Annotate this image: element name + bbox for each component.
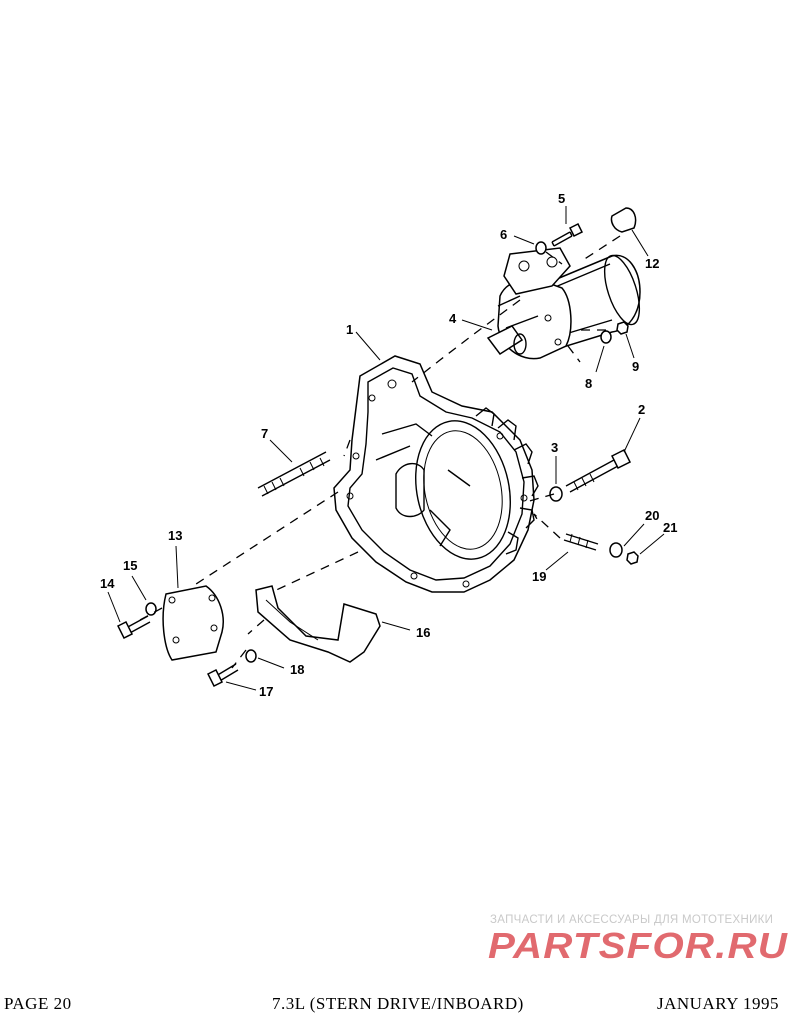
callout-21: 21 — [663, 520, 677, 535]
washer-part-6 — [535, 241, 547, 255]
starter-motor — [486, 247, 641, 360]
watermark-logo: PARTSFOR.RU — [488, 926, 788, 966]
washer-part-8 — [600, 330, 612, 344]
callout-16: 16 — [416, 625, 430, 640]
callout-12: 12 — [645, 256, 659, 271]
cover-plate-part-13 — [162, 585, 224, 661]
footer-model: 7.3L (STERN DRIVE/INBOARD) — [272, 994, 524, 1013]
bolt-part-14 — [116, 615, 151, 640]
washer-part-3 — [549, 486, 563, 502]
callout-4: 4 — [449, 311, 457, 326]
leader-lines — [107, 206, 665, 691]
callout-17: 17 — [259, 684, 273, 699]
nut-part-9 — [616, 321, 629, 335]
callout-8: 8 — [585, 376, 592, 391]
washer-part-15 — [145, 602, 157, 616]
callout-3: 3 — [551, 440, 558, 455]
washer-part-18 — [245, 649, 257, 663]
flywheel-housing — [333, 355, 539, 593]
stud-part-19 — [563, 533, 599, 551]
callout-19: 19 — [532, 569, 546, 584]
callout-18: 18 — [290, 662, 304, 677]
bolt-part-2 — [565, 448, 632, 493]
callout-14: 14 — [100, 576, 115, 591]
assembly-lines — [139, 235, 621, 669]
stud-part-7 — [257, 451, 331, 497]
callout-1: 1 — [346, 322, 353, 337]
callout-6: 6 — [500, 227, 507, 242]
svg-text:PARTSFOR.RU: PARTSFOR.RU — [488, 926, 788, 966]
callout-7: 7 — [261, 426, 268, 441]
bolt-part-5 — [551, 222, 584, 247]
callout-20: 20 — [645, 508, 659, 523]
callout-5: 5 — [558, 191, 565, 206]
footer-date: JANUARY 1995 — [657, 994, 780, 1013]
callout-15: 15 — [123, 558, 137, 573]
callout-2: 2 — [638, 402, 645, 417]
callout-13: 13 — [168, 528, 182, 543]
boot-part-12 — [610, 207, 637, 233]
callout-9: 9 — [632, 359, 639, 374]
nut-part-21 — [626, 551, 639, 565]
callout-numbers: 1 2 3 4 5 6 7 8 9 12 13 14 15 16 17 18 1… — [100, 191, 677, 699]
watermark-tagline: ЗАПЧАСТИ И АКСЕССУАРЫ ДЛЯ МОТОТЕХНИКИ — [490, 914, 774, 926]
footer-page-number: PAGE 20 — [4, 994, 72, 1013]
washer-part-20 — [609, 542, 623, 558]
bolt-part-17 — [206, 663, 239, 688]
shield-part-16 — [255, 585, 381, 663]
